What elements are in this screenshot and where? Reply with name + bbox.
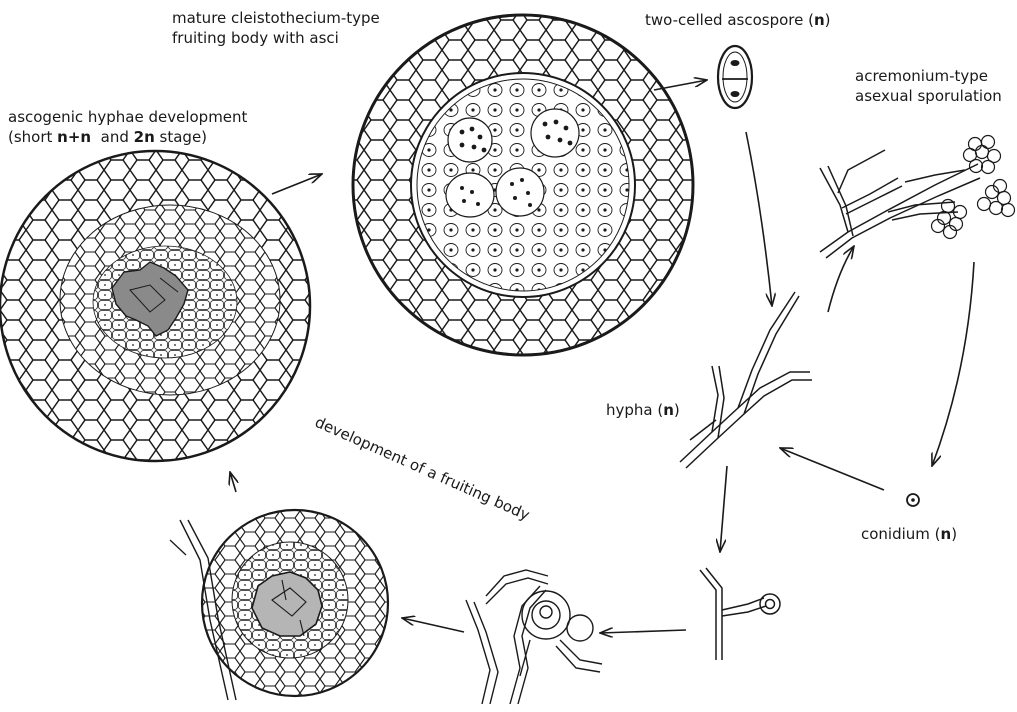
conidium-label-text: conidium (: [861, 525, 941, 543]
coiled-hypha-illustration: [700, 568, 780, 660]
arrow-acremonium-to-conidium: [932, 262, 974, 466]
acremonium-label: acremonium-type asexual sporulation: [855, 66, 1002, 106]
mature-label-line2: fruiting body with asci: [172, 28, 380, 48]
ascospore-illustration: [718, 46, 752, 108]
ascogenic-mid: and: [91, 128, 134, 146]
conidia-cluster-2: [978, 180, 1015, 217]
ascogenic-pre: (short: [8, 128, 57, 146]
mature-cleistothecium-label: mature cleistothecium-type fruiting body…: [172, 8, 380, 48]
mature-label-line1: mature cleistothecium-type: [172, 8, 380, 28]
mature-cleistothecium-illustration: [353, 15, 693, 355]
ascogenic-label: ascogenic hyphae development (short n+n …: [8, 107, 247, 147]
hypha-illustration: [680, 292, 812, 468]
hypha-label-close: ): [674, 401, 680, 419]
ascogenic-hyphae-illustration: [0, 151, 310, 461]
acremonium-sporulation-illustration: [820, 136, 1015, 259]
hyphal-tangle-illustration: [466, 570, 602, 704]
ascospore-label-text: two-celled ascospore (: [645, 11, 814, 29]
arrow-tangle-to-young: [402, 618, 464, 632]
conidia-cluster-3: [932, 200, 967, 239]
hypha-ploidy: n: [663, 401, 674, 419]
arrow-hypha-to-acremonium: [828, 246, 854, 312]
acremonium-label-line1: acremonium-type: [855, 66, 1002, 86]
ascogenic-2n: 2n: [134, 128, 155, 146]
acremonium-label-line2: asexual sporulation: [855, 86, 1002, 106]
conidium-illustration: [907, 494, 919, 506]
hypha-label: hypha (n): [606, 400, 680, 420]
conidium-label-close: ): [951, 525, 957, 543]
conidium-label: conidium (n): [861, 524, 957, 544]
arrow-hypha-to-coiled: [720, 466, 727, 552]
ascogenic-label-line1: ascogenic hyphae development: [8, 107, 247, 127]
arrow-conidium-to-hypha: [780, 448, 884, 490]
ascogenic-nplusn: n+n: [57, 128, 91, 146]
ascospore-label: two-celled ascospore (n): [645, 10, 831, 30]
ascogenic-label-line2: (short n+n and 2n stage): [8, 127, 247, 147]
ascospore-ploidy: n: [814, 11, 825, 29]
ascospore-label-close: ): [825, 11, 831, 29]
young-fruiting-body-illustration: [170, 510, 388, 700]
ascogenic-post: stage): [155, 128, 207, 146]
arrow-ascospore-to-hypha: [746, 132, 772, 306]
conidium-ploidy: n: [941, 525, 952, 543]
arrow-young-to-ascogenic: [230, 472, 236, 492]
arrow-to-mature: [272, 174, 322, 194]
arrow-coiled-to-tangle: [600, 630, 686, 633]
hypha-label-text: hypha (: [606, 401, 663, 419]
